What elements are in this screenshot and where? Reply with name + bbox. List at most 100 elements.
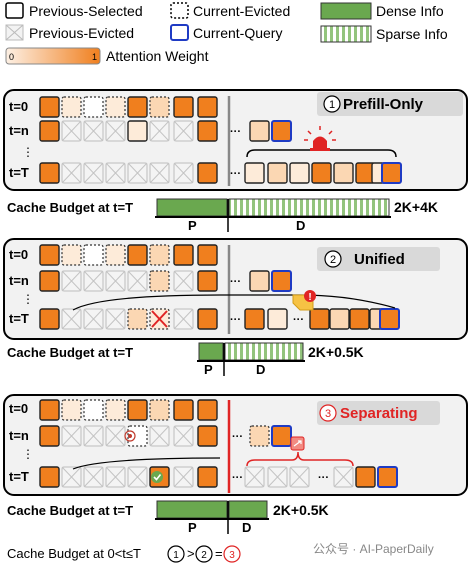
footer-eq: = bbox=[215, 546, 223, 561]
p1-tT-block-1 bbox=[61, 162, 82, 184]
panel-2-bar-p: P bbox=[204, 362, 213, 377]
p1-t0-block-0 bbox=[39, 96, 60, 118]
footer-badge-1-number: 1 bbox=[173, 550, 179, 561]
p3-tT-r1-block-2 bbox=[289, 466, 310, 488]
p2-t0-block-0 bbox=[39, 244, 60, 266]
row-label-tn: t=n bbox=[9, 273, 29, 288]
legend-previous-evicted-label: Previous-Evicted bbox=[29, 25, 134, 41]
row-label-tn: t=n bbox=[9, 428, 29, 443]
check-icon bbox=[151, 471, 163, 483]
ellipsis-p3-tn: ··· bbox=[232, 431, 243, 443]
row-label-tn: t=n bbox=[9, 123, 29, 138]
svg-text:!: ! bbox=[308, 292, 311, 303]
legend-current-query-label: Current-Query bbox=[193, 25, 282, 41]
ellipsis-p2-tn: ··· bbox=[230, 276, 241, 288]
panel-2-title: Unified bbox=[354, 251, 405, 268]
p3-t0-block-1 bbox=[61, 399, 82, 421]
p1-tn-block-2 bbox=[83, 120, 104, 142]
p1-tn-r-block-0 bbox=[249, 120, 270, 142]
p2-tn-r-block-0 bbox=[249, 270, 270, 292]
p1-tT-r1-block-2 bbox=[289, 162, 310, 184]
p2-tT-block-3 bbox=[105, 308, 126, 330]
p1-tT-block-4 bbox=[127, 162, 148, 184]
p1-tn-block-7 bbox=[197, 120, 218, 142]
p1-tT-block-5 bbox=[149, 162, 170, 184]
attention-weight-scale bbox=[5, 47, 101, 65]
legend-sparse-info-label: Sparse Info bbox=[376, 26, 448, 42]
attention-scale-max: 1 bbox=[92, 52, 97, 62]
p3-tn-block-5 bbox=[149, 425, 170, 447]
row-label-tT: t=T bbox=[9, 469, 29, 484]
p3-tT-r1-block-1 bbox=[267, 466, 288, 488]
p1-t0-block-4 bbox=[127, 96, 148, 118]
panel-1-budget-label: Cache Budget at t=T bbox=[7, 200, 133, 215]
footer-badge-1 bbox=[167, 545, 185, 563]
p2-tT-r2-block-1 bbox=[329, 308, 350, 330]
footer-gt: > bbox=[187, 546, 195, 561]
p1-tn-block-4 bbox=[127, 120, 148, 142]
p2-t0-block-2 bbox=[83, 244, 104, 266]
p2-tT-block-4 bbox=[127, 308, 148, 330]
target-icon bbox=[124, 430, 136, 442]
p3-tT-block-3 bbox=[105, 466, 126, 488]
p3-tn-block-4 bbox=[127, 425, 148, 447]
ellipsis-p2-tT-a: ··· bbox=[230, 314, 241, 326]
ellipsis-p3-tT-b: ··· bbox=[318, 472, 329, 484]
p2-tn-r-block-1 bbox=[271, 270, 292, 292]
p1-t0-block-1 bbox=[61, 96, 82, 118]
p1-t0-block-7 bbox=[197, 96, 218, 118]
previous-selected-swatch bbox=[5, 2, 24, 19]
footer-badge-2-number: 2 bbox=[201, 550, 207, 561]
row-label-tT: t=T bbox=[9, 311, 29, 326]
panel-3-dense-d-bar bbox=[228, 500, 268, 519]
p3-tn-block-7 bbox=[197, 425, 218, 447]
row-label-t0: t=0 bbox=[9, 99, 28, 114]
p1-tT-block-6 bbox=[173, 162, 194, 184]
watermark: 公众号 · AI-PaperDaily bbox=[313, 542, 434, 556]
footer-comparison: Cache Budget at 0<t≤T 1 > 2 = 3 bbox=[7, 545, 241, 563]
shuffle-icon bbox=[290, 436, 305, 451]
p1-tT-r1-block-1 bbox=[267, 162, 288, 184]
p2-tn-block-2 bbox=[83, 270, 104, 292]
panel-3-title-box: 3 Separating bbox=[317, 401, 440, 425]
p3-t0-block-5 bbox=[149, 399, 170, 421]
p3-t0-block-7 bbox=[197, 399, 218, 421]
p1-tT-block-3 bbox=[105, 162, 126, 184]
panel-2-row-labels: t=0 t=n ⋮ t=T bbox=[9, 247, 34, 326]
warning-note-icon: ! bbox=[292, 290, 316, 311]
current-evicted-swatch bbox=[170, 2, 189, 19]
p2-tT-block-2 bbox=[83, 308, 104, 330]
panel-1-dense-bar bbox=[156, 198, 228, 217]
p2-tn-block-7 bbox=[197, 270, 218, 292]
p1-tT-block-7 bbox=[197, 162, 218, 184]
panel-3-title: Separating bbox=[340, 405, 418, 422]
p2-t0-block-7 bbox=[197, 244, 218, 266]
p2-tn-block-3 bbox=[105, 270, 126, 292]
panel-2-bar-d: D bbox=[256, 362, 265, 377]
panel-3-dense-p-bar bbox=[156, 500, 228, 519]
p3-tT-r1-block-0 bbox=[244, 466, 265, 488]
p1-tT-r2-block-0 bbox=[311, 162, 332, 184]
p2-tn-block-1 bbox=[61, 270, 82, 292]
panel-2-badge-number: 2 bbox=[330, 254, 336, 266]
p1-tT-block-2 bbox=[83, 162, 104, 184]
p1-tT-r1-block-0 bbox=[244, 162, 265, 184]
p1-tn-block-6 bbox=[173, 120, 194, 142]
panel-1-badge bbox=[323, 95, 341, 113]
legend-attention-weight-label: Attention Weight bbox=[106, 48, 209, 64]
p2-tT-r1-block-1 bbox=[267, 308, 288, 330]
panel-2-dense-bar bbox=[198, 342, 224, 361]
p3-t0-block-0 bbox=[39, 399, 60, 421]
panel-2-badge bbox=[324, 250, 342, 268]
row-label-t0: t=0 bbox=[9, 401, 28, 416]
p2-t0-block-3 bbox=[105, 244, 126, 266]
row-label-t0: t=0 bbox=[9, 247, 28, 262]
p2-t0-block-5 bbox=[149, 244, 170, 266]
p3-tT-block-4 bbox=[127, 466, 148, 488]
p3-tn-r-block-1 bbox=[271, 425, 292, 447]
legend-previous-selected-label: Previous-Selected bbox=[29, 3, 143, 19]
p2-tT-r2-block-4 bbox=[379, 308, 400, 330]
sparse-info-swatch bbox=[320, 25, 372, 43]
p3-tn-block-6 bbox=[173, 425, 194, 447]
